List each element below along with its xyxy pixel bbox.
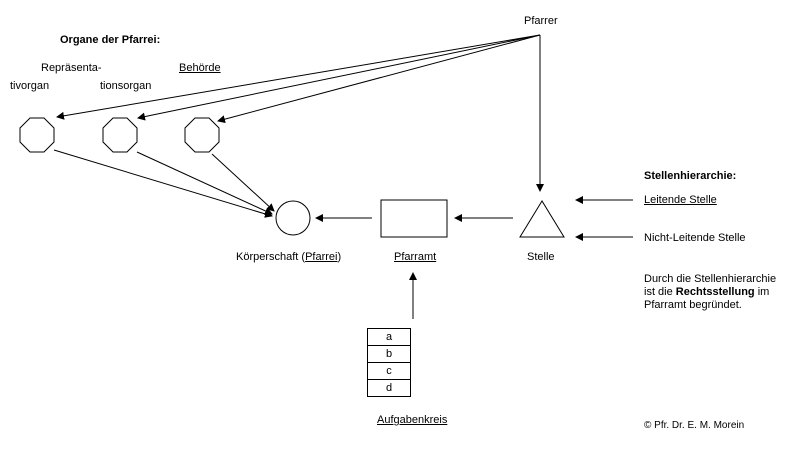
arrow-behoerde-to-koerperschaft (211, 153, 275, 212)
arrow-pfarrer-to-tionsorgan (137, 34, 541, 121)
triangle-stelle (519, 200, 565, 238)
stellenhierarchie-title: Stellenhierarchie: (644, 170, 737, 182)
arrow-pfarrer-to-behoerde (217, 34, 541, 124)
koerperschaft-pfarrei: Pfarrei (305, 251, 338, 263)
label-pfarramt: Pfarramt (394, 251, 437, 263)
note-line3: Pfarramt begründet. (644, 299, 742, 311)
arrow-pfarrer-to-repraesentativorgan (56, 34, 541, 120)
circle-koerperschaft (275, 200, 311, 236)
octagon-behoerde (184, 117, 220, 153)
label-nicht-leitende-stelle: Nicht-Leitende Stelle (644, 232, 746, 244)
koerperschaft-prefix: Körperschaft ( (236, 251, 306, 263)
octagon-tionsorgan (102, 117, 138, 153)
label-behoerde: Behörde (179, 62, 221, 74)
arrow-repraesentativorgan-to-koerperschaft (53, 149, 273, 218)
label-repraesentativorgan-line1: Repräsenta- (41, 62, 102, 74)
rect-pfarramt (380, 199, 448, 238)
label-repraesentativorgan-line2: tivorgan (10, 80, 50, 92)
note-rechtsstellung: Rechtsstellung (675, 286, 755, 298)
label-pfarrer: Pfarrer (524, 15, 558, 27)
aufgabe-c: c (367, 362, 411, 379)
label-stelle: Stelle (527, 251, 555, 263)
label-koerperschaft: Körperschaft (Pfarrei) (236, 251, 341, 264)
note-line2: ist die Rechtsstellung im (644, 286, 769, 299)
note-line1: Durch die Stellenhierarchie (644, 273, 777, 285)
aufgabe-a: a (367, 328, 411, 345)
note-line2-a: ist die (644, 286, 676, 298)
octagon-repraesentativorgan (19, 117, 55, 153)
copyright: © Pfr. Dr. E. M. Morein (644, 420, 745, 431)
aufgabe-d: d (367, 379, 411, 397)
aufgaben-stack: a b c d (367, 328, 411, 397)
label-aufgabenkreis: Aufgabenkreis (377, 414, 448, 426)
organe-title: Organe der Pfarrei: (60, 34, 161, 46)
note-line2-b: im (754, 286, 770, 298)
aufgabe-b: b (367, 345, 411, 362)
label-tionsorgan: tionsorgan (100, 80, 152, 92)
koerperschaft-suffix: ) (337, 251, 342, 263)
arrow-tionsorgan-to-koerperschaft (136, 151, 273, 215)
label-leitende-stelle: Leitende Stelle (644, 194, 717, 206)
